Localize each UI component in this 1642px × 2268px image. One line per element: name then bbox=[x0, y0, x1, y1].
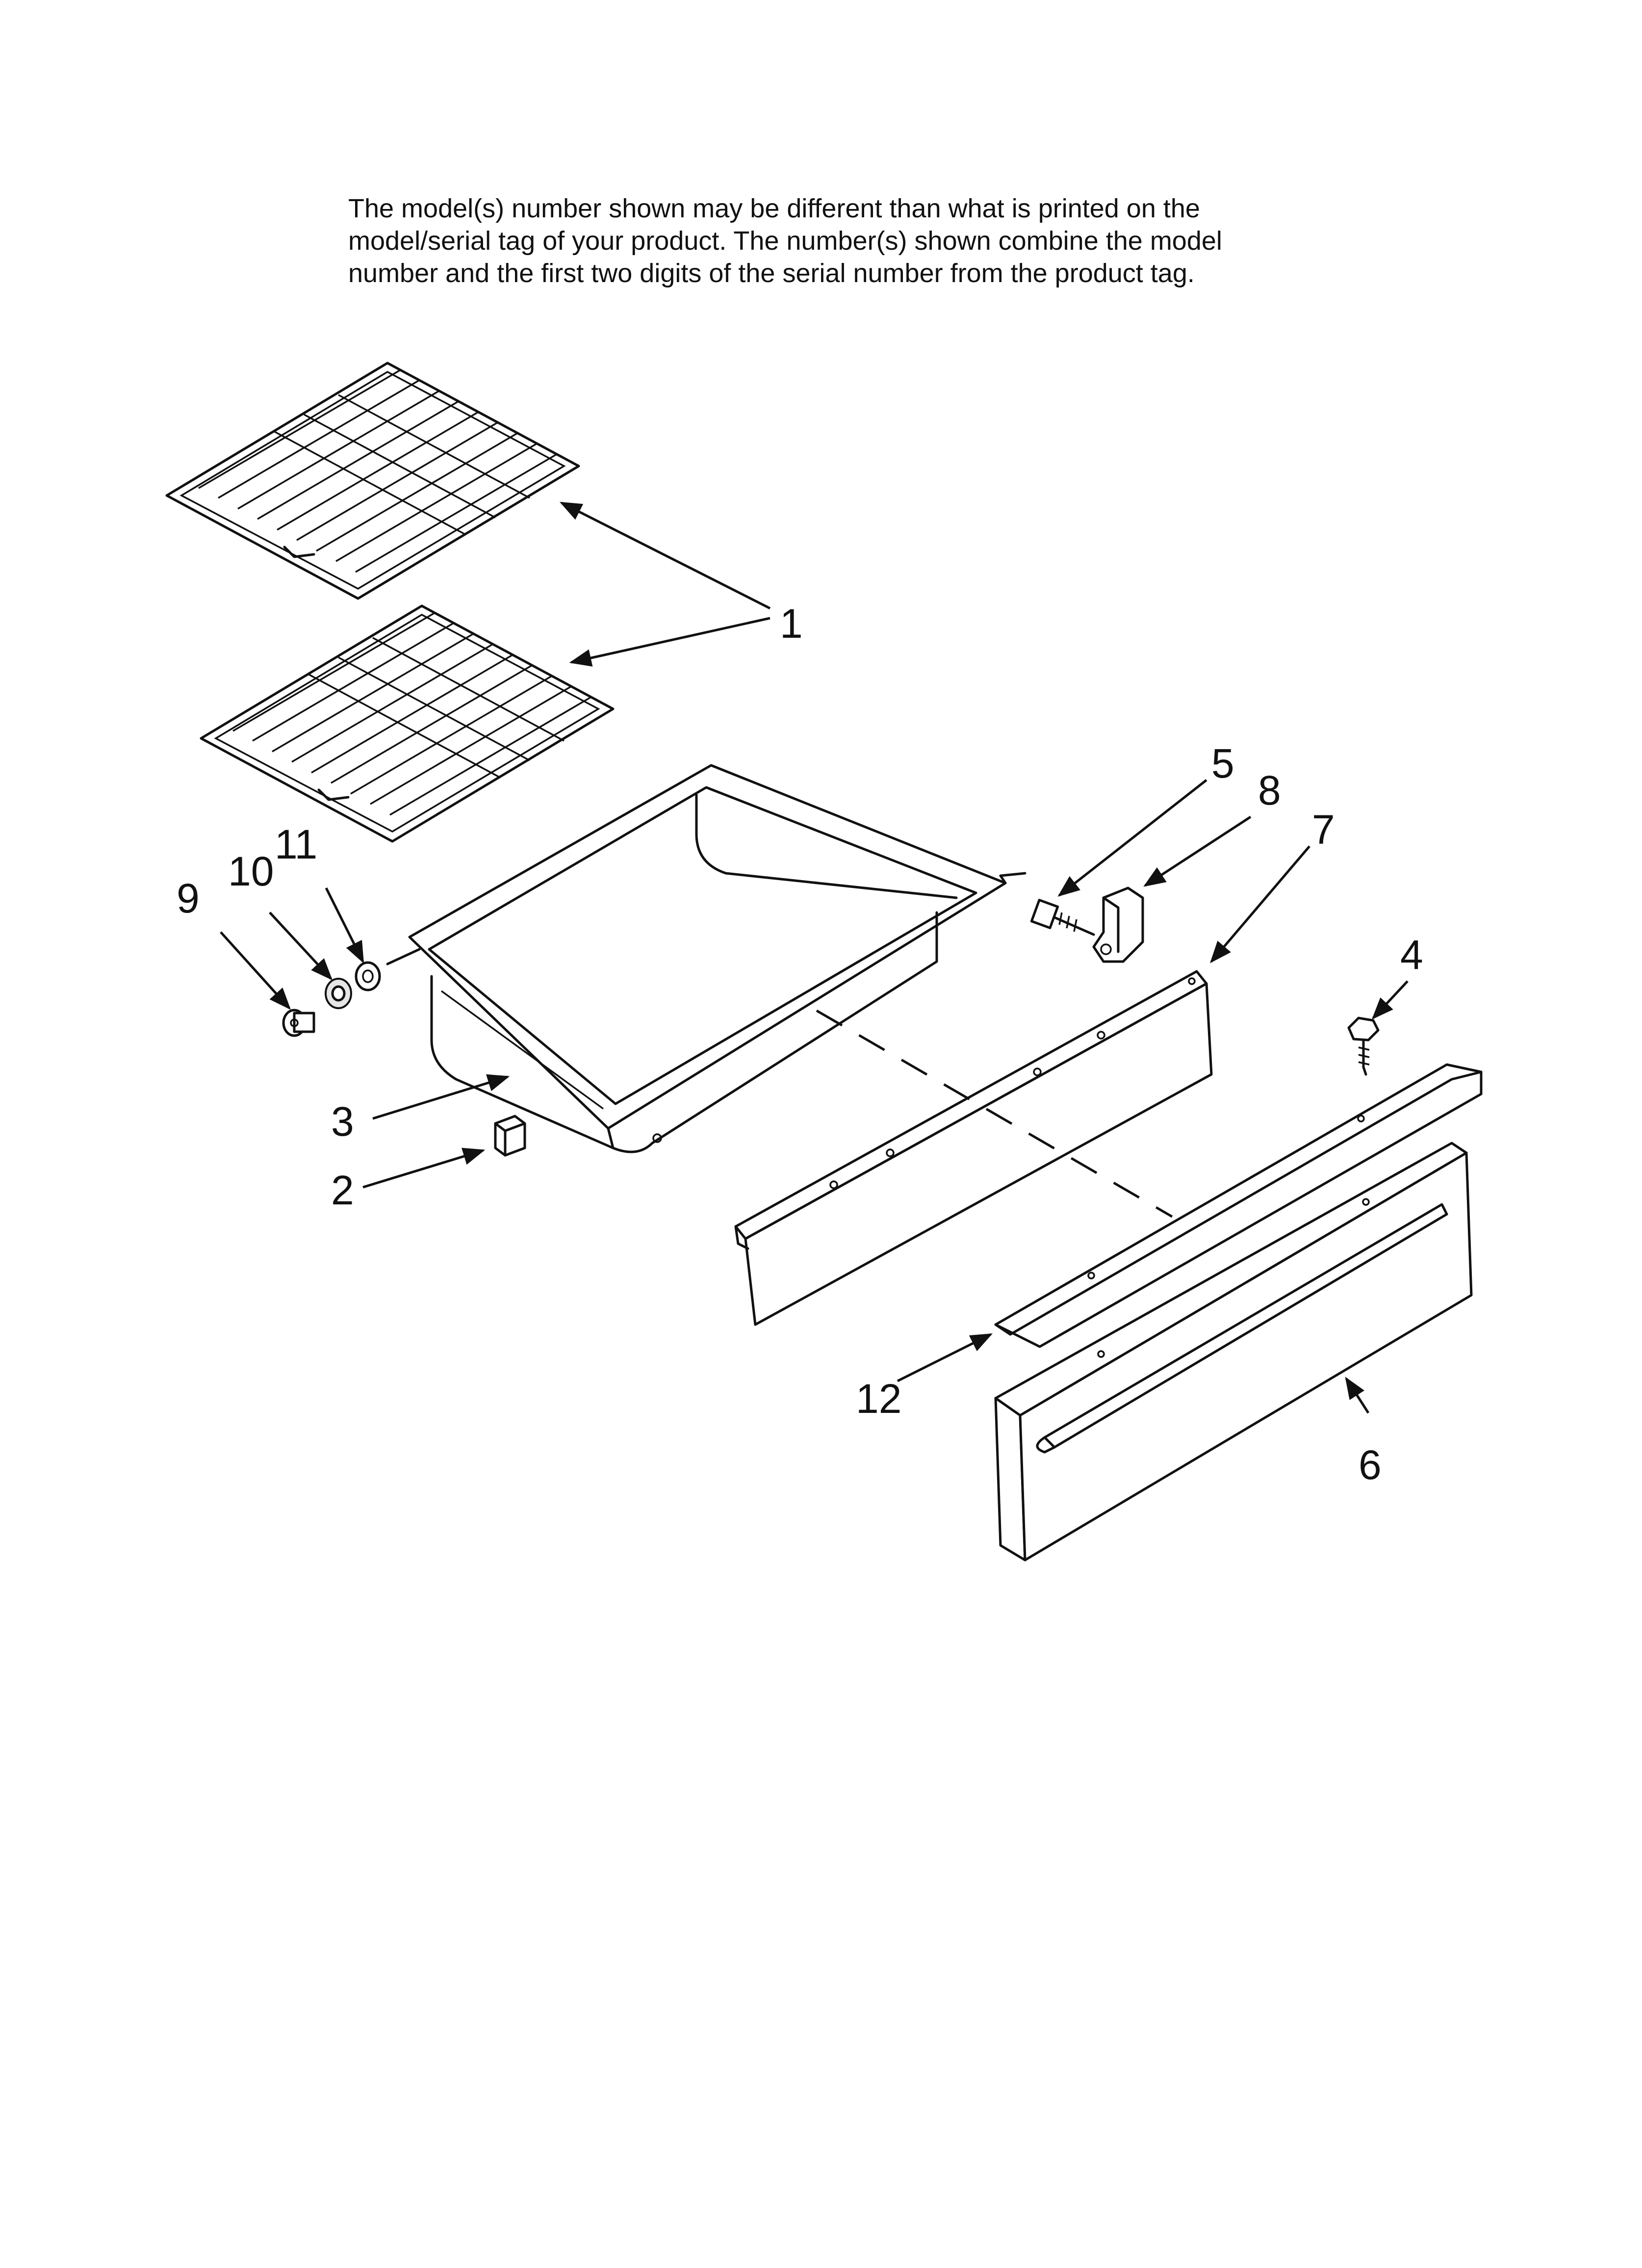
callout-4: 4 bbox=[1400, 932, 1423, 978]
slide-pin-line bbox=[386, 948, 421, 965]
callout-labels: 1 2 3 4 5 6 7 8 9 10 11 12 bbox=[177, 600, 1423, 1488]
callout-9: 9 bbox=[177, 875, 200, 921]
screw-9 bbox=[282, 1009, 315, 1037]
screw-5 bbox=[1030, 899, 1095, 936]
oven-rack-upper bbox=[165, 362, 580, 600]
notice-line-2: model/serial tag of your product. The nu… bbox=[348, 226, 1222, 256]
callout-12: 12 bbox=[856, 1376, 901, 1422]
drawer-liner-7 bbox=[734, 970, 1213, 1326]
bracket-8 bbox=[1092, 886, 1144, 963]
leader-lines bbox=[220, 501, 1409, 1414]
bushing-10 bbox=[325, 978, 352, 1009]
callout-5: 5 bbox=[1211, 740, 1234, 786]
rack-upper-wires bbox=[198, 369, 557, 573]
alignment-dashes bbox=[816, 1009, 1173, 1218]
callout-11: 11 bbox=[275, 821, 317, 867]
drawer-front-6 bbox=[994, 1142, 1473, 1562]
notice-line-1: The model(s) number shown may be differe… bbox=[348, 194, 1200, 223]
screw-4 bbox=[1347, 1017, 1380, 1076]
nut-11 bbox=[355, 961, 381, 991]
callout-6: 6 bbox=[1359, 1442, 1382, 1488]
callout-3: 3 bbox=[331, 1098, 354, 1145]
callout-8: 8 bbox=[1258, 767, 1281, 813]
trim-12 bbox=[994, 1063, 1483, 1348]
callout-10: 10 bbox=[228, 848, 274, 894]
rack-lower-wires bbox=[232, 612, 591, 816]
drawer-pan bbox=[408, 764, 1026, 1153]
notice-line-3: number and the first two digits of the s… bbox=[348, 259, 1195, 288]
callout-2: 2 bbox=[331, 1167, 354, 1213]
glide-block bbox=[494, 1115, 526, 1157]
model-number-notice: The model(s) number shown may be differe… bbox=[348, 192, 1329, 289]
callout-1: 1 bbox=[780, 600, 803, 647]
callout-7: 7 bbox=[1312, 807, 1335, 853]
oven-rack-lower bbox=[200, 604, 615, 843]
